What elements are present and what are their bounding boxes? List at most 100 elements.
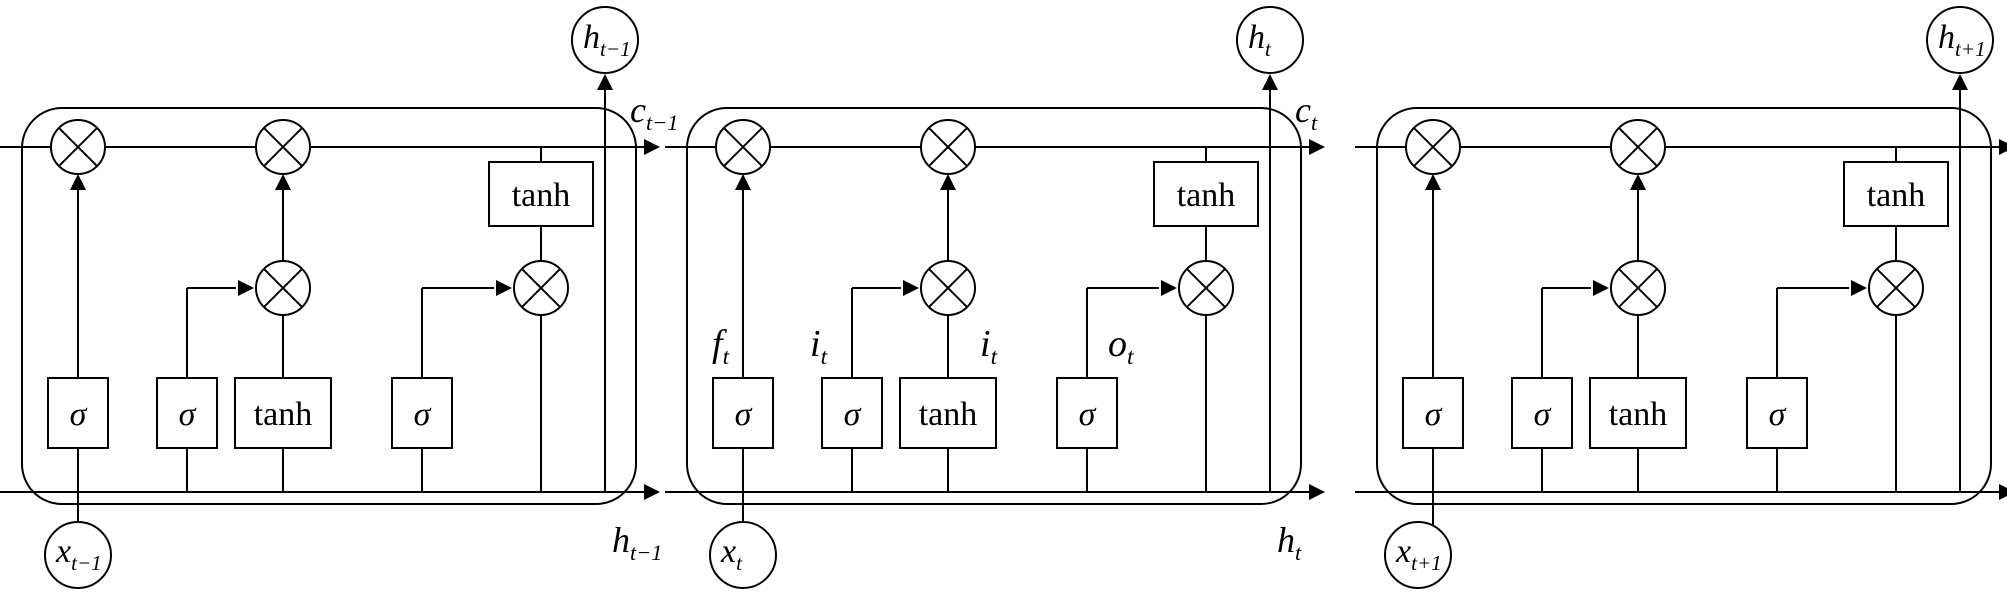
multiply-cross <box>263 127 303 167</box>
multiply-cross <box>1876 268 1916 308</box>
output-multiply-op <box>1178 260 1234 316</box>
state-tanh-box <box>488 161 594 227</box>
input-label-sub: t <box>736 551 743 575</box>
forget-arrow <box>735 174 751 190</box>
cell-boundary <box>21 107 637 505</box>
cell-state-label: ct <box>1295 90 1318 135</box>
input-gate-arrow <box>238 280 254 296</box>
output-label-base: h <box>1248 19 1265 56</box>
input-node: xt+1 <box>1384 521 1452 589</box>
multiply-cross <box>58 127 98 167</box>
hidden-state-label-sub: t−1 <box>630 540 662 565</box>
forget-gate-sigma-box <box>712 377 774 449</box>
output-label-sub: t−1 <box>600 37 631 61</box>
candidate-tanh-box <box>1589 377 1687 449</box>
output-circle <box>1236 6 1304 74</box>
forget-gate-sigma-box <box>1402 377 1464 449</box>
cell-state-arrow <box>1999 139 2007 155</box>
candidate-tanh-box <box>234 377 332 449</box>
candidate-label-base: i <box>980 323 991 365</box>
output-gate-sigma: σ <box>1056 377 1118 449</box>
output-gate-sigma-box <box>1746 377 1808 449</box>
output-multiply-op <box>1868 260 1924 316</box>
candidate-tanh-label: tanh <box>254 396 313 433</box>
output-gate-arrow <box>1851 280 1867 296</box>
forget-gate-sigma: σ <box>47 377 109 449</box>
candidate-label: it <box>980 323 999 370</box>
state-tanh-label: tanh <box>1177 177 1236 214</box>
multiply-cross <box>521 268 561 308</box>
output-gate-sigma-label: σ <box>1079 396 1097 433</box>
input-circle <box>1384 521 1452 589</box>
multiply-cross <box>1413 127 1453 167</box>
candidate-tanh-box <box>899 377 997 449</box>
input-gate-sigma-label: σ <box>1534 396 1552 433</box>
state-tanh-label: tanh <box>512 177 571 214</box>
cell-boundary <box>686 107 1302 505</box>
output-gate-arrow <box>1161 280 1177 296</box>
forget-multiply-op <box>50 119 106 175</box>
cell-state-label-base: c <box>1295 90 1311 130</box>
forget-arrow <box>1425 174 1441 190</box>
input-gate-sigma-box <box>156 377 218 449</box>
forget-gate-sigma-label: σ <box>735 396 753 433</box>
output-gate-label-base: o <box>1108 323 1127 365</box>
state-tanh-label: tanh <box>1867 177 1926 214</box>
output-gate-label-sub: t <box>1127 344 1135 370</box>
multiply-cross <box>723 127 763 167</box>
input-label-base: x <box>1395 533 1411 570</box>
output-label: ht−1 <box>583 19 631 61</box>
output-label: ht+1 <box>1938 19 1986 61</box>
output-gate-sigma-box <box>1056 377 1118 449</box>
output-arrow <box>1952 74 1968 90</box>
input-to-state-arrow <box>940 174 956 190</box>
input-circle <box>709 521 777 589</box>
input-label: xt−1 <box>55 533 102 575</box>
multiply-cross <box>928 127 968 167</box>
hidden-state-label-base: h <box>612 520 630 560</box>
multiply-cross <box>1186 268 1226 308</box>
output-gate-sigma-box <box>391 377 453 449</box>
input-gate-sigma: σ <box>821 377 883 449</box>
hidden-state-label: ht−1 <box>612 520 662 565</box>
output-node: ht <box>1236 6 1304 74</box>
output-gate-sigma: σ <box>391 377 453 449</box>
output-gate-sigma-label: σ <box>1769 396 1787 433</box>
input-label-base: x <box>720 533 736 570</box>
input-multiply-op <box>920 260 976 316</box>
hidden-state-arrow <box>644 484 660 500</box>
forget-multiply-op <box>715 119 771 175</box>
input-node: xt <box>709 521 777 589</box>
candidate-label-sub: t <box>991 344 999 370</box>
input-multiply-op <box>1610 260 1666 316</box>
input-gate-sigma-box <box>1511 377 1573 449</box>
output-label: ht <box>1248 19 1272 61</box>
input-gate-sigma-label: σ <box>844 396 862 433</box>
forget-gate-sigma-label: σ <box>70 396 88 433</box>
output-gate-arrow <box>496 280 512 296</box>
cell-state-label: ct−1 <box>630 90 678 135</box>
cell-state-label-sub: t−1 <box>646 110 678 135</box>
output-multiply-op <box>513 260 569 316</box>
output-node: ht+1 <box>1926 6 1994 74</box>
state-tanh-box <box>1843 161 1949 227</box>
input-gate-label-base: i <box>810 323 821 365</box>
output-label-sub: t+1 <box>1955 37 1986 61</box>
hidden-state-arrow <box>1999 484 2007 500</box>
forget-arrow <box>70 174 86 190</box>
hidden-state-arrow <box>1309 484 1325 500</box>
output-gate-label: ot <box>1108 323 1135 370</box>
multiply-cross <box>1618 268 1658 308</box>
input-gate-arrow <box>903 280 919 296</box>
output-label-base: h <box>583 19 600 56</box>
input-gate-sigma-box <box>821 377 883 449</box>
output-arrow <box>1262 74 1278 90</box>
candidate-tanh: tanh <box>234 377 332 449</box>
forget-gate-sigma: σ <box>712 377 774 449</box>
hidden-state-label: ht <box>1277 520 1302 565</box>
output-circle <box>1926 6 1994 74</box>
forget-gate-label-sub: t <box>723 344 731 370</box>
